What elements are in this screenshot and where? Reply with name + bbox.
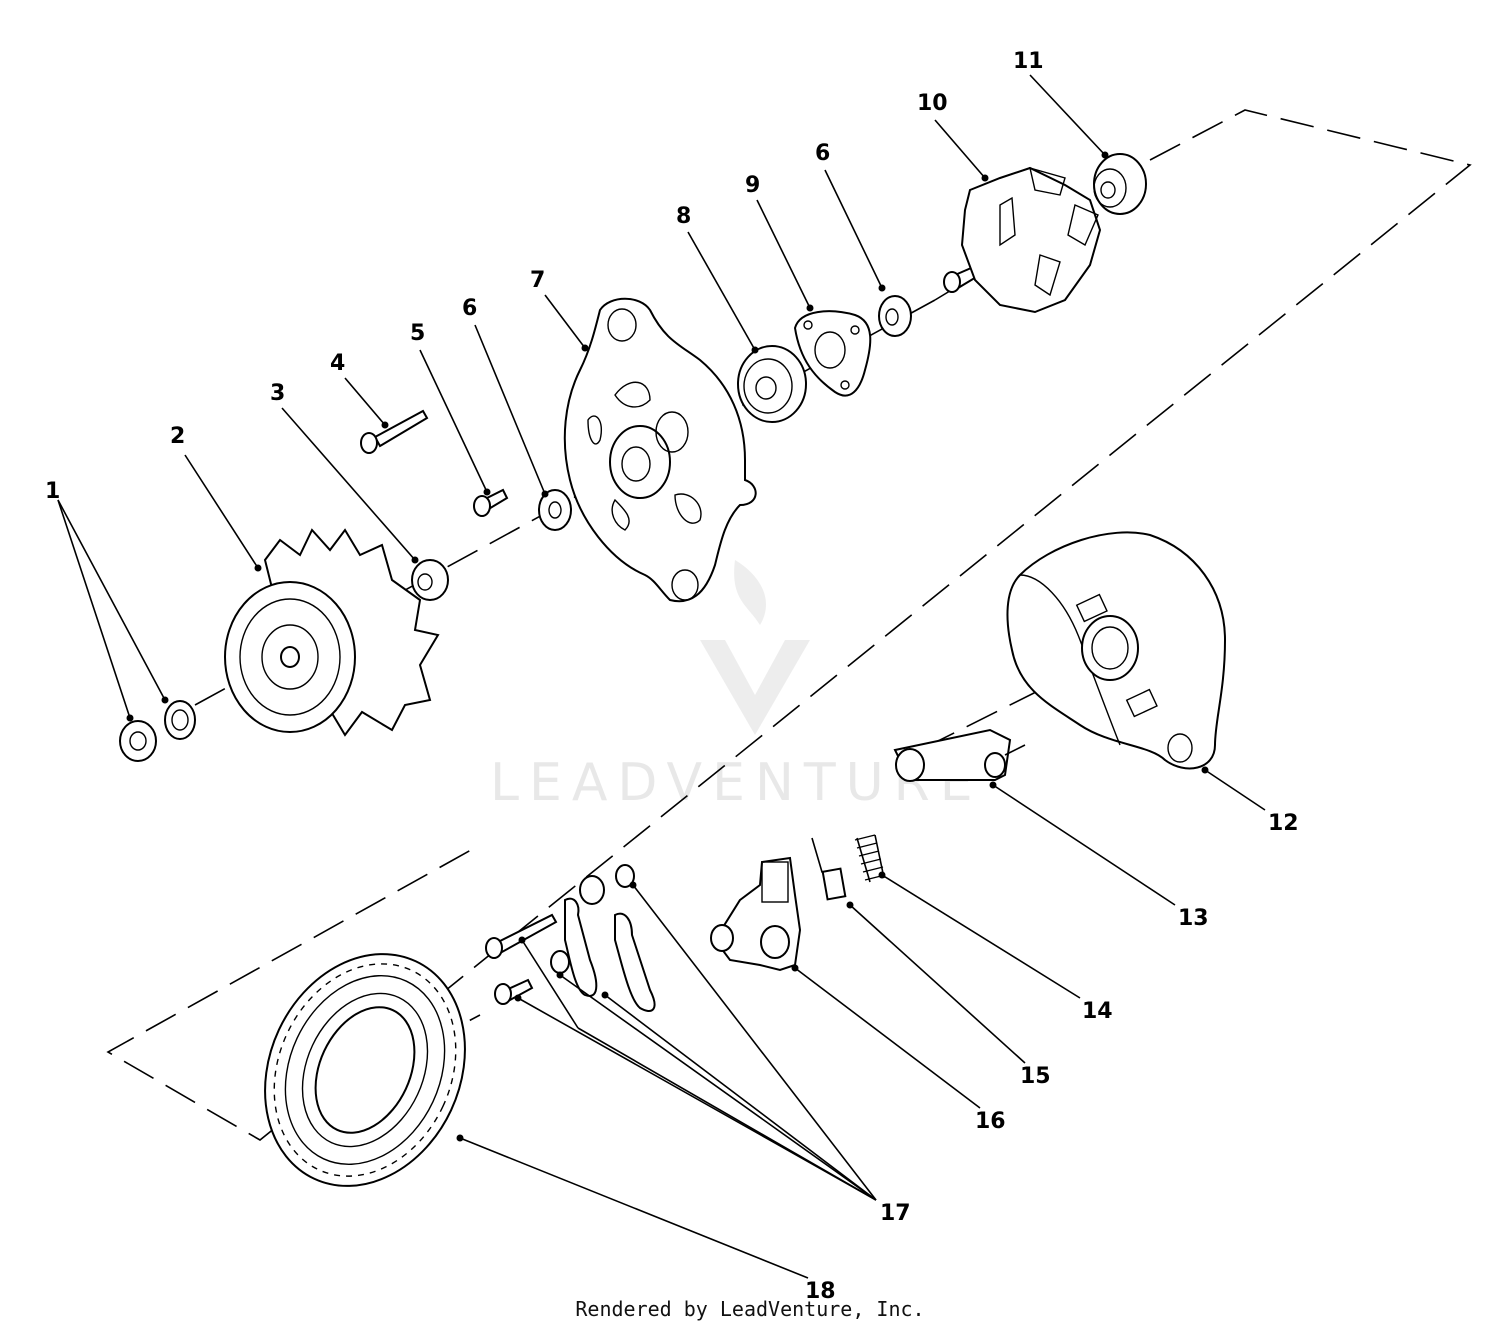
part-17-fasteners-terminals [485, 864, 656, 1012]
callout-6-left: 6 [462, 296, 477, 321]
part-6-washer-right [878, 295, 912, 337]
callout-labels: 1 2 3 4 5 6 7 8 9 6 10 11 12 13 14 15 16… [45, 49, 1299, 1304]
part-10-rotor [943, 166, 1102, 314]
callout-11: 11 [1013, 49, 1044, 74]
callout-17: 17 [880, 1201, 911, 1226]
part-14-spring [854, 834, 886, 883]
callout-14: 14 [1082, 999, 1113, 1024]
callout-16: 16 [975, 1109, 1006, 1134]
callout-10: 10 [917, 91, 948, 116]
part-8-bearing [737, 345, 807, 423]
part-16-brush-holder [710, 856, 802, 972]
callout-3: 3 [270, 381, 285, 406]
part-2-pulley-fan [224, 528, 440, 737]
part-18-stator [264, 953, 466, 1187]
callout-18: 18 [805, 1279, 836, 1304]
part-9-retainer-plate [793, 310, 872, 397]
part-13-regulator [893, 728, 1026, 782]
part-3-spacer [411, 559, 449, 601]
leadventure-watermark: LEADVENTURE [490, 560, 983, 813]
part-1-nut-washer [119, 700, 196, 762]
footer-credit: Rendered by LeadVenture, Inc. [575, 1297, 925, 1321]
part-7-front-housing [563, 297, 757, 603]
callout-9: 9 [745, 173, 760, 198]
callout-13: 13 [1178, 906, 1209, 931]
watermark-text: LEADVENTURE [490, 753, 983, 813]
callout-7: 7 [530, 268, 545, 293]
callout-8: 8 [676, 204, 691, 229]
leader-dots [126, 151, 1209, 1142]
part-4-through-bolt [360, 409, 429, 454]
callout-12: 12 [1268, 811, 1299, 836]
leader-lines [57, 74, 1266, 1279]
part-5-screw [473, 488, 509, 517]
part-11-rear-bearing [1093, 153, 1147, 215]
callout-1: 1 [45, 479, 60, 504]
part-6-washer-left [538, 489, 572, 531]
callout-4: 4 [330, 351, 345, 376]
part-12-rear-housing [1006, 531, 1227, 770]
callout-2: 2 [170, 424, 185, 449]
callout-5: 5 [410, 321, 425, 346]
callout-15: 15 [1020, 1064, 1051, 1089]
callout-6-right: 6 [815, 141, 830, 166]
part-15-brush [811, 837, 847, 901]
